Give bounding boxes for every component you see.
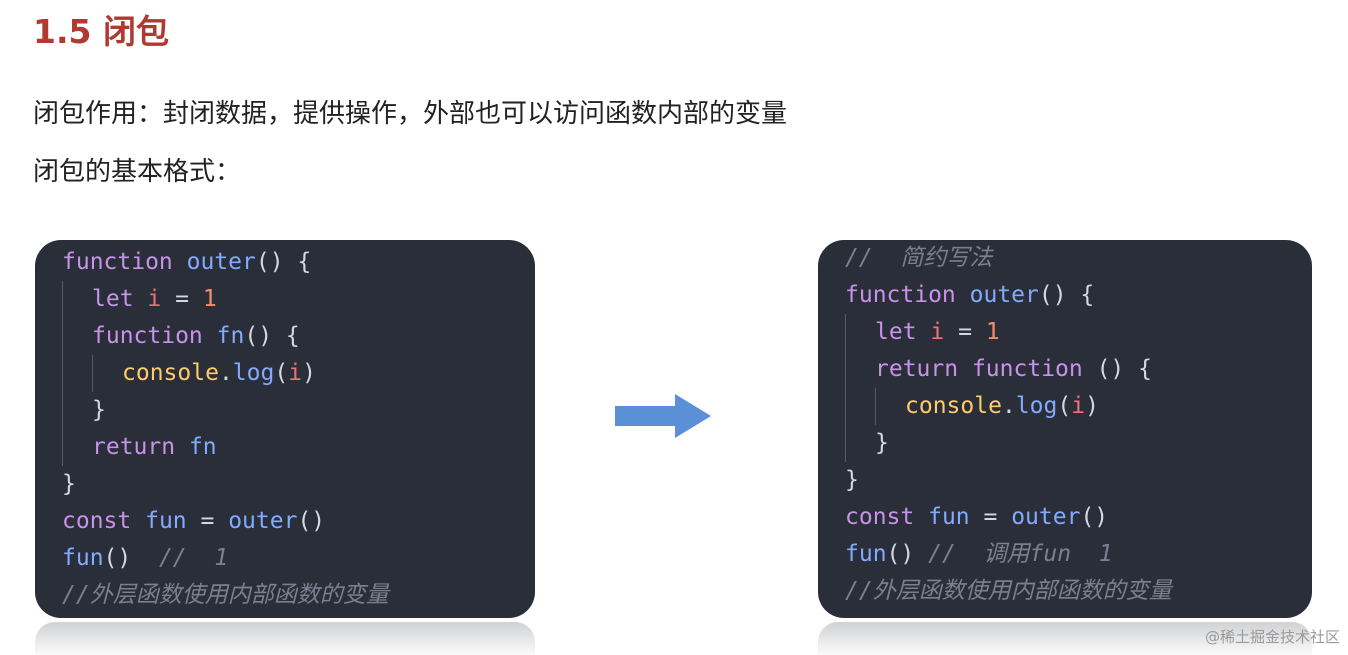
code-line: let i = 1 [845, 314, 1302, 351]
code-line: fun() // 调用fun 1 [845, 536, 1302, 573]
code-line: fun() // 1 [62, 540, 525, 577]
code-token: = [161, 286, 203, 312]
code-token: outer [228, 508, 298, 534]
code-token: i [930, 319, 945, 345]
code-block-concise: // 简约写法 function outer() { let i = 1 ret… [818, 240, 1312, 618]
code-token: fun [845, 541, 887, 567]
code-token: . [218, 360, 233, 386]
code-comment: //外层函数使用内部函数的变量 [845, 578, 1172, 604]
code-token: let [875, 319, 917, 345]
code-line: return function () { [845, 351, 1302, 388]
indent-guide [62, 318, 92, 355]
code-token: () { [1038, 282, 1095, 308]
code-line: return fn [62, 429, 525, 466]
code-line: // 简约写法 [845, 240, 1302, 277]
code-token: console [122, 360, 219, 386]
code-line: //外层函数使用内部函数的变量 [845, 573, 1302, 610]
code-line: //外层函数使用内部函数的变量 [62, 577, 525, 614]
code-token: ) [1085, 393, 1099, 419]
code-line: } [62, 466, 525, 503]
code-token: . [1001, 393, 1016, 419]
code-line: let i = 1 [62, 281, 525, 318]
code-token: = [186, 508, 229, 534]
code-token: fun [145, 508, 187, 534]
code-token: function [92, 323, 203, 349]
code-token: 1 [202, 286, 217, 312]
code-comment: // 简约写法 [845, 245, 993, 271]
code-token: log [232, 360, 275, 386]
code-line: } [845, 462, 1302, 499]
code-block-reflection [35, 622, 535, 655]
code-comment: //外层函数使用内部函数的变量 [62, 582, 389, 608]
indent-guide [845, 314, 875, 351]
indent-guide [62, 281, 92, 318]
code-token: outer [1011, 504, 1081, 530]
code-comment: // 1 [158, 545, 229, 571]
code-line: function outer() { [845, 277, 1302, 314]
code-token: () [1080, 504, 1109, 530]
code-token: fn [188, 434, 217, 460]
code-token: let [92, 286, 134, 312]
code-line: } [62, 392, 525, 429]
closure-format-heading: 闭包的基本格式： [33, 157, 242, 187]
code-standard: function outer() { let i = 1 function fn… [62, 244, 525, 614]
code-line: } [845, 425, 1302, 462]
code-line: const fun = outer() [845, 499, 1302, 536]
code-token: } [92, 397, 106, 423]
indent-guide [62, 355, 92, 392]
indent-guide [845, 388, 875, 425]
code-block-reflection [818, 622, 1312, 655]
code-token: ( [274, 360, 289, 386]
code-token: ) [302, 360, 316, 386]
code-line: const fun = outer() [62, 503, 525, 540]
code-token: } [875, 430, 889, 456]
code-line: console.log(i) [845, 388, 1302, 425]
code-token: function [971, 356, 1083, 382]
code-token: 1 [985, 319, 1000, 345]
indent-guide [62, 392, 92, 429]
indent-guide [875, 388, 905, 425]
code-line: console.log(i) [62, 355, 525, 392]
code-token: const [62, 508, 132, 534]
code-token: function [62, 249, 173, 275]
code-token: () [297, 508, 326, 534]
indent-guide [845, 351, 875, 388]
code-token: } [62, 471, 76, 497]
right-arrow-icon [615, 394, 711, 438]
code-token: fn [216, 323, 245, 349]
code-token: return [92, 434, 176, 460]
code-token: () { [1082, 356, 1152, 382]
code-token: fun [62, 545, 104, 571]
code-token: () { [244, 323, 300, 349]
code-token: i [288, 360, 303, 386]
code-token: = [969, 504, 1012, 530]
code-token: log [1015, 393, 1058, 419]
code-line: function fn() { [62, 318, 525, 355]
code-token: function [845, 282, 956, 308]
code-token: () [886, 541, 915, 567]
code-token: outer [969, 282, 1039, 308]
code-token: return [875, 356, 959, 382]
code-token: () { [255, 249, 312, 275]
indent-guide [62, 429, 92, 466]
code-comment: // 调用fun 1 [928, 541, 1113, 567]
code-line: function outer() { [62, 244, 525, 281]
code-concise: // 简约写法 function outer() { let i = 1 ret… [845, 240, 1302, 610]
code-token: i [147, 286, 162, 312]
code-token: outer [186, 249, 256, 275]
code-token: () [103, 545, 132, 571]
code-token: fun [928, 504, 970, 530]
watermark: @稀土掘金技术社区 [1204, 628, 1340, 646]
indent-guide [845, 425, 875, 462]
code-block-standard: function outer() { let i = 1 function fn… [35, 240, 535, 618]
code-token: ( [1057, 393, 1072, 419]
section-title: 1.5 闭包 [33, 12, 169, 51]
code-token: } [845, 467, 859, 493]
closure-purpose-text: 闭包作用：封闭数据，提供操作，外部也可以访问函数内部的变量 [33, 99, 788, 129]
indent-guide [92, 355, 122, 392]
code-token: = [944, 319, 986, 345]
code-token: console [905, 393, 1002, 419]
code-token: i [1071, 393, 1086, 419]
code-token: const [845, 504, 915, 530]
